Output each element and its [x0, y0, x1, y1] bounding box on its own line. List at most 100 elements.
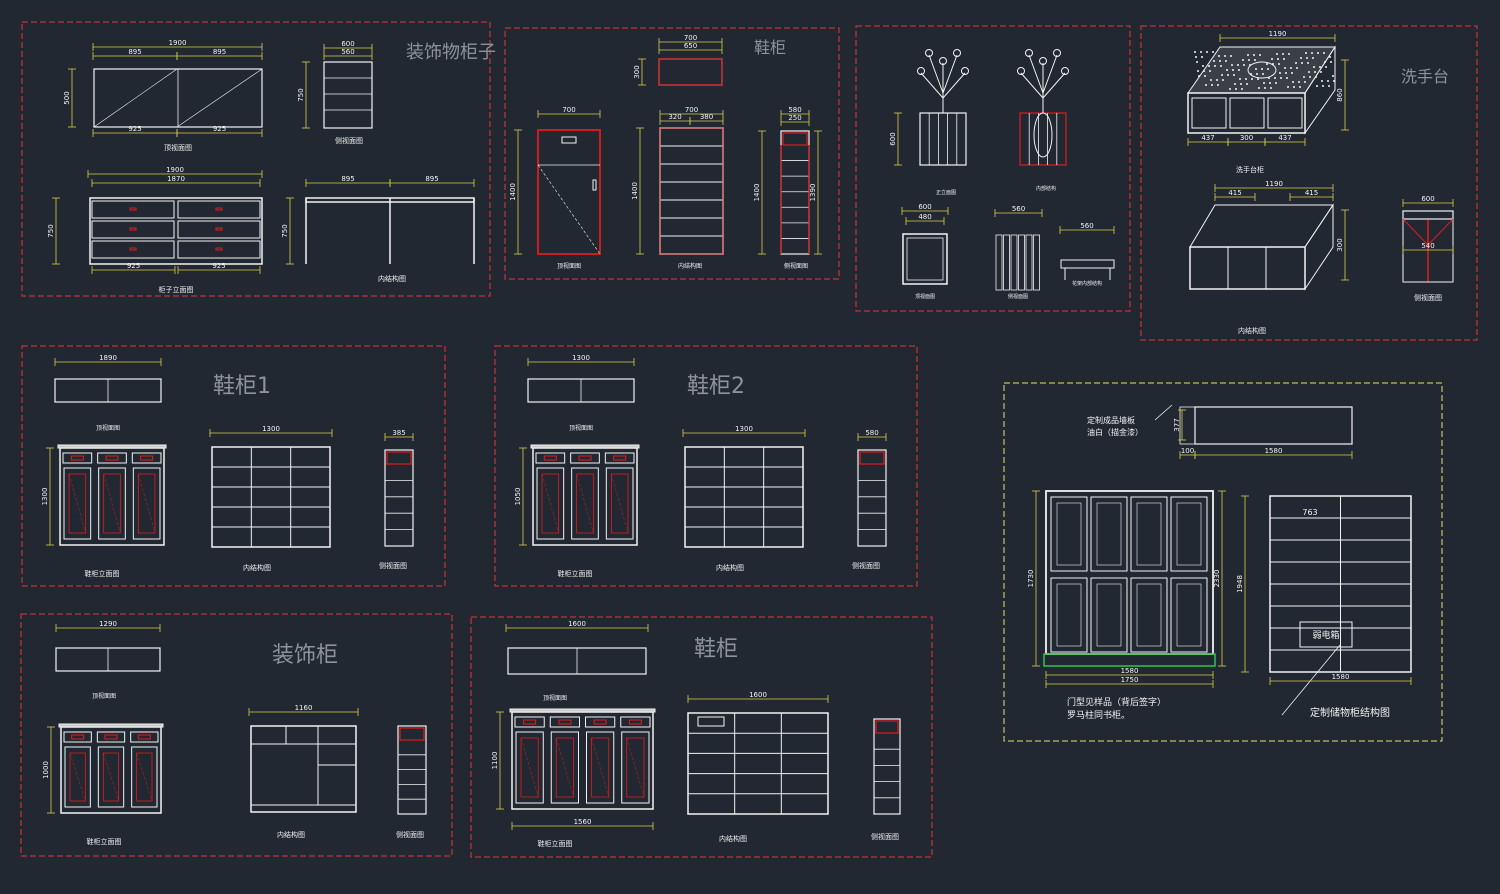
- side-body: [384, 449, 414, 547]
- leader-line: [1281, 644, 1341, 716]
- marble-speck: [1246, 83, 1248, 85]
- drawer: [620, 716, 651, 728]
- side-body: [857, 449, 887, 547]
- marble-speck: [1239, 78, 1241, 80]
- door-panel: [605, 467, 634, 540]
- marble-speck: [1245, 78, 1247, 80]
- marble-speck: [1197, 70, 1199, 72]
- decor-drawer: [177, 220, 261, 239]
- flower-head: [1017, 67, 1025, 75]
- side-top-drawer: [859, 451, 885, 465]
- marble-speck: [1271, 58, 1273, 60]
- storage-door: [1130, 577, 1168, 653]
- marble-speck: [1242, 59, 1244, 61]
- storage-door: [1090, 577, 1128, 653]
- decor-drawer: [91, 220, 175, 239]
- marble-speck: [1267, 68, 1269, 70]
- flower-stem: [942, 54, 958, 94]
- decor-drawer: [177, 200, 261, 219]
- decor-b-inner: [250, 725, 357, 813]
- view-label: 顶视面图: [569, 424, 593, 432]
- drawer: [63, 731, 92, 743]
- storage-door: [1170, 496, 1208, 572]
- door-panel: [131, 746, 158, 808]
- leader-line: [1154, 404, 1173, 421]
- weak-current-box: [1299, 621, 1353, 648]
- marble-speck: [1303, 76, 1305, 78]
- panel-frame-decor-cabinet-b: [20, 613, 453, 857]
- marble-speck: [1205, 84, 1207, 86]
- panel-title: 装饰物柜子: [406, 42, 496, 63]
- shoe-b-top-view: [507, 647, 647, 675]
- door-inset: [102, 752, 120, 802]
- marble-speck: [1279, 72, 1281, 74]
- dimension-label: 925: [128, 125, 141, 133]
- view-label: 柜子立面图: [159, 285, 194, 294]
- dimension-label: 1160: [295, 704, 313, 712]
- shoe-side-section: [384, 449, 414, 547]
- shoe-inner-structure: [211, 446, 331, 548]
- door-swing: [136, 752, 153, 802]
- dimension-label: 1560: [574, 818, 592, 826]
- panel-title: 装饰柜: [272, 643, 338, 668]
- storage-door: [1050, 496, 1088, 572]
- marble-speck: [1316, 85, 1318, 87]
- shoe-a-handle: [561, 136, 577, 144]
- view-label: 顶视面图: [557, 262, 581, 270]
- door-inset: [520, 737, 539, 798]
- marble-speck: [1222, 79, 1224, 81]
- marble-speck: [1198, 75, 1200, 77]
- marble-speck: [1254, 59, 1256, 61]
- side-top-drawer: [386, 451, 412, 465]
- washbasin-door: [1229, 97, 1265, 129]
- marble-speck: [1274, 77, 1276, 79]
- dimension-label: 580: [865, 429, 878, 437]
- shoe-b-inner: [687, 712, 829, 815]
- note-text: 罗马柱同书柜。: [1067, 709, 1130, 721]
- basin-bowl: [1247, 61, 1277, 79]
- marble-speck: [1201, 56, 1203, 58]
- marble-speck: [1238, 69, 1240, 71]
- drawer: [514, 716, 545, 728]
- storage-door: [1170, 577, 1208, 653]
- view-label: 顶视面图: [915, 293, 935, 300]
- view-label: 侧视面图: [1008, 293, 1028, 300]
- door-inset: [68, 473, 87, 534]
- drawer: [97, 452, 127, 464]
- marble-speck: [1259, 54, 1261, 56]
- marble-speck: [1286, 77, 1288, 79]
- marble-speck: [1248, 59, 1250, 61]
- marble-speck: [1225, 60, 1227, 62]
- marble-speck: [1308, 71, 1310, 73]
- drawer: [549, 716, 580, 728]
- marble-speck: [1251, 78, 1253, 80]
- marble-speck: [1216, 79, 1218, 81]
- marble-speck: [1227, 74, 1229, 76]
- marble-speck: [1309, 76, 1311, 78]
- view-label: 顶视面图: [96, 424, 120, 432]
- note-text: 油白（描金漆）: [1087, 427, 1143, 437]
- washbasin-side-red: [1402, 218, 1429, 246]
- flower-stem: [1042, 54, 1058, 94]
- marble-speck: [1270, 87, 1272, 89]
- view-label: 侧视面图: [784, 262, 808, 270]
- flower-head: [953, 49, 961, 57]
- washbasin-inner-side: [1304, 203, 1334, 291]
- marble-speck: [1269, 82, 1271, 84]
- view-label: 正立面图: [936, 189, 956, 196]
- drawer-handle: [613, 455, 627, 461]
- drawer-handle: [70, 455, 84, 461]
- dimension-label: 560: [1012, 205, 1025, 213]
- marble-speck: [1226, 69, 1228, 71]
- panel-frame-washbasin: [1140, 25, 1478, 341]
- door-panel: [536, 467, 565, 540]
- view-label: 顶视面图: [92, 692, 116, 700]
- door-panel: [98, 467, 126, 540]
- marble-speck: [1323, 52, 1325, 54]
- marble-speck: [1314, 71, 1316, 73]
- door-swing: [626, 737, 645, 798]
- drawer-handle: [578, 455, 592, 461]
- dimension-label: 480: [918, 213, 931, 221]
- dimension-label: 1890: [99, 354, 117, 362]
